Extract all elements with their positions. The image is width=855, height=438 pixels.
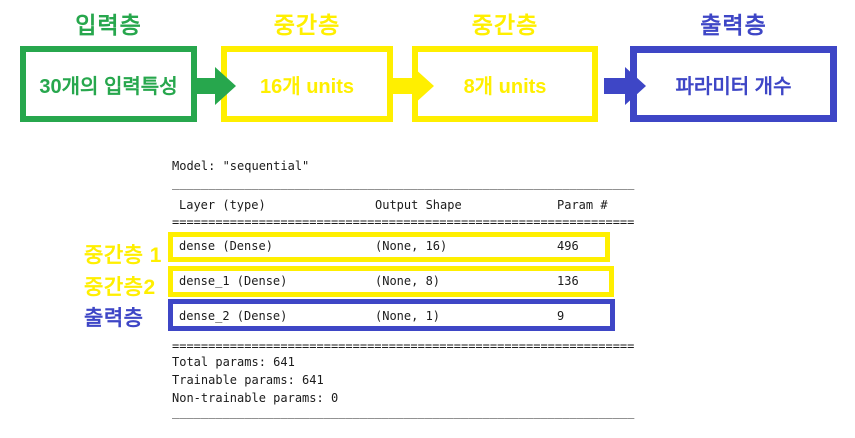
row-label-hidden1: 중간층 1 [84,244,162,267]
highlight-box-dense-1 [168,266,614,297]
hidden2-layer-title: 중간층 [471,12,539,38]
hidden1-layer-box: 16개 units [221,46,393,122]
trainable-params-line: Trainable params: 641 [172,373,324,387]
row-label-output: 출력층 [84,307,144,330]
hidden1-layer-label: 16개 units [260,75,354,98]
hidden2-layer-label: 8개 units [463,75,547,98]
non-trainable-params-line: Non-trainable params: 0 [172,391,339,405]
arrow-right-icon [194,67,236,105]
row-label-hidden2: 중간층2 [84,276,156,299]
separator-line: ________________________________________… [172,405,635,419]
row-output-shape: (None, 8) [375,274,441,288]
row-output-shape: (None, 16) [375,239,448,253]
hidden2-layer-box: 8개 units [412,46,598,122]
highlight-box-dense [168,232,610,262]
input-layer-label: 30개의 입력특성 [39,75,178,98]
row-param-count: 496 [557,239,579,253]
hidden1-layer-title: 중간층 [273,12,341,38]
input-layer-title: 입력층 [75,12,142,38]
row-layer-name: dense (Dense) [179,239,273,253]
arrow-right-icon-shape [194,67,236,105]
output-layer-title: 출력층 [700,12,767,38]
row-param-count: 9 [557,309,565,323]
separator-line: ________________________________________… [172,176,635,190]
row-output-shape: (None, 1) [375,309,441,323]
separator-line: ========================================… [172,339,635,353]
separator-line: ========================================… [172,215,635,229]
row-param-count: 136 [557,274,579,288]
row-layer-name: dense_2 (Dense) [179,309,288,323]
arrow-right-icon [604,67,646,105]
arrow-right-icon [392,67,434,105]
arrow-right-icon-shape [604,67,646,105]
total-params-line: Total params: 641 [172,355,295,369]
arrow-right-icon-shape [392,67,434,105]
header-output-shape: Output Shape [375,198,462,212]
header-param-count: Param # [557,198,608,212]
row-layer-name: dense_1 (Dense) [179,274,288,288]
table-row: dense (Dense) (None, 16) 496 [172,237,642,255]
highlight-box-dense-2 [168,299,615,331]
output-layer-label: 파라미터 개수 [675,75,792,98]
summary-header-row: Layer (type) Output Shape Param # [172,196,642,214]
output-layer-box: 파라미터 개수 [630,46,837,122]
table-row: dense_2 (Dense) (None, 1) 9 [172,307,642,325]
header-layer-type: Layer (type) [179,198,266,212]
model-name-line: Model: "sequential" [172,159,310,173]
table-row: dense_1 (Dense) (None, 8) 136 [172,272,642,290]
input-layer-box: 30개의 입력특성 [20,46,197,122]
